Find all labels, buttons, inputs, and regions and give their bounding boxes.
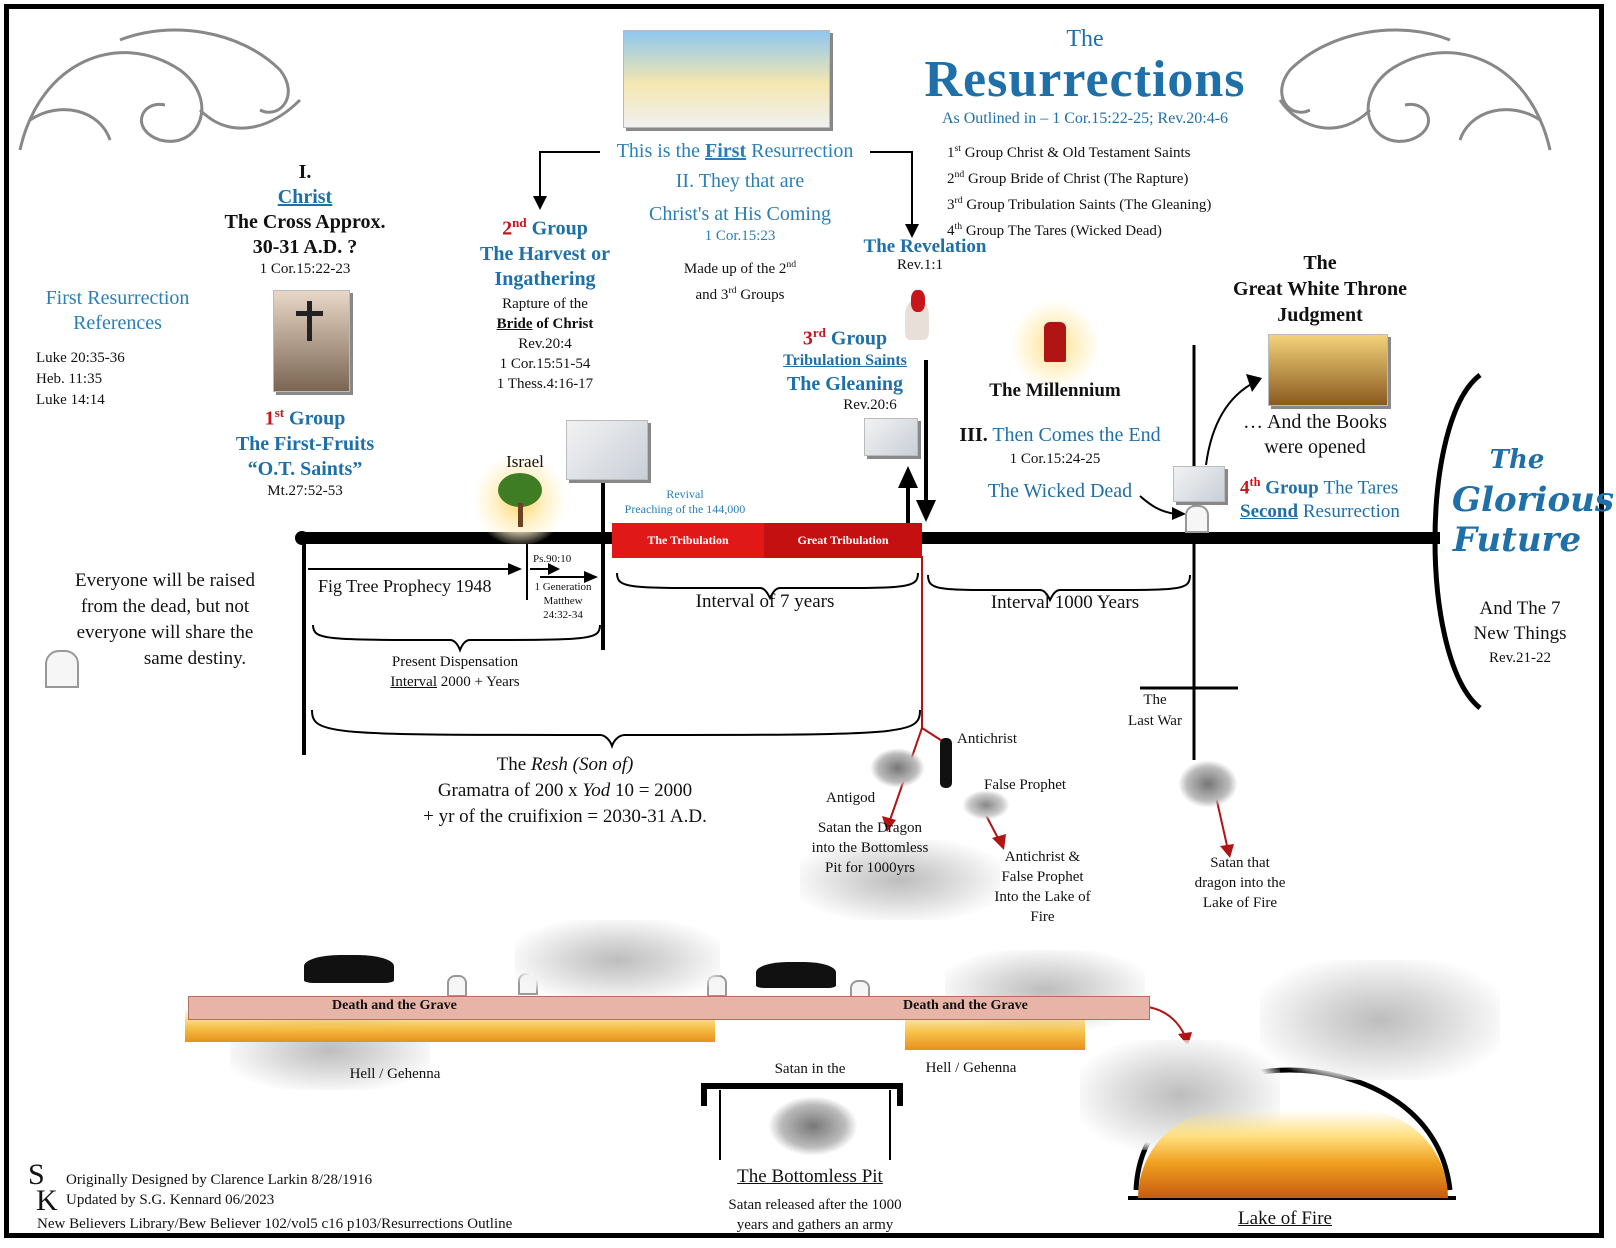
white-throne-image [1268,334,1388,406]
satan-pit-text: Satan the Dragon into the Bottomless Pit… [811,820,929,876]
dead-rising-icon [304,955,394,983]
lake-of-fire-label: Lake of Fire [1238,1208,1332,1229]
fig-tree-image [470,455,570,545]
interval-1000-label: Interval 1000 Years [990,592,1140,613]
tribulation-label: The Tribulation [647,533,729,547]
tombstone-icon [45,650,79,688]
lamb-icon [962,790,1010,820]
satan-in-the-label: Satan in the [774,1061,846,1077]
sk-monogram: S K [28,1158,58,1217]
present-dispensation: Present Dispensation Interval 2000 + Yea… [390,654,520,690]
revival-label: Revival Preaching of the 144,000 [624,487,746,516]
they-that-are: II. They that are [675,170,805,192]
first-group-block: 1st Group The First-Fruits “O.T. Saints”… [235,405,375,499]
lake-of-fire-image [1138,1110,1448,1198]
hell-label: Hell / Gehenna [925,1060,1017,1076]
dead-rising-icon [756,962,836,988]
then-comes-end: III. Then Comes the End [959,424,1161,446]
resh-text: The Resh (Son of) Gramatra of 200 x Yod … [423,754,707,827]
made-up-text: Made up of the 2nd and 3rd Groups [683,259,797,303]
glorious-future: The Glorious Future [1452,445,1614,560]
revelation-ref: Rev.1:1 [896,257,944,273]
tribulation-bar: The Tribulation Great Tribulation [612,523,922,558]
end-ref: 1 Cor.15:24-25 [1009,451,1101,467]
tombstone-icon [447,975,467,997]
cross-image [273,290,350,392]
death-grave-label: Death and the Grave [332,998,457,1013]
christ-block: I. Christ The Cross Approx. 30-31 A.D. ?… [224,161,386,277]
credits-path: New Believers Library/Bew Believer 102/v… [37,1216,513,1232]
hell-label: Hell / Gehenna [349,1066,441,1082]
revelation-title: The Revelation [863,236,987,257]
satan-released-text: Satan released after the 1000 years and … [728,1197,902,1233]
antigod-label: Antigod [826,790,876,806]
dragon-icon [1178,760,1238,808]
gleaning-ref: Rev.20:6 [843,397,897,413]
everyone-text: Everyone will be raised from the dead, b… [75,570,255,669]
great-tribulation-label: Great Tribulation [764,523,922,558]
rapture-block: Rapture of the Bride of Christ Rev.20:4 … [496,296,594,392]
references-list: Luke 20:35-36 Heb. 11:35 Luke 14:14 [36,348,176,411]
reference-item: Luke 14:14 [36,392,105,408]
groups-list-item: 2nd Group Bride of Christ (The Rapture) [947,169,1189,187]
ps-label: Ps.90:10 [533,553,572,565]
antichrist-label: Antichrist [957,731,1017,747]
great-white-throne: The Great White Throne Judgment [1232,252,1408,326]
groups-list-item: 1st Group Christ & Old Testament Saints [947,143,1191,161]
first-resurrection-heading: This is the First Resurrection [616,140,854,162]
gleaning-image [864,418,918,456]
reference-item: Heb. 11:35 [36,371,103,387]
last-war-label: The Last War [1128,692,1182,729]
ornament-left-icon [18,28,302,151]
tombstone-icon [1185,505,1209,533]
millennium-throne-image [1010,300,1100,390]
page-title: Resurrections [924,51,1246,108]
death-grave-bar [188,996,1150,1020]
tribulation-saints: Tribulation Saints [783,352,907,369]
credits: Originally Designed by Clarence Larkin 8… [66,1172,373,1208]
antichrist-figure-icon [940,738,952,788]
groups-list-item: 4th Group The Tares (Wicked Dead) [947,221,1162,239]
dragon-in-pit-icon [768,1096,858,1156]
death-grave-label: Death and the Grave [903,998,1028,1013]
satan-lake-text: Satan that dragon into the Lake of Fire [1194,855,1286,911]
tares-image [1173,466,1225,502]
heaven-city-image [623,30,830,128]
groups-list: 1st Group Christ & Old Testament Saints … [947,138,1277,242]
ac-fp-text: Antichrist & False Prophet Into the Lake… [994,849,1091,925]
christs-ref: 1 Cor.15:23 [704,228,776,244]
rapture-image [566,420,648,480]
page-frame [4,4,1604,1238]
israel-label: Israel [506,452,544,471]
books-opened: … And the Books were opened [1243,411,1387,458]
title-the: The [1066,26,1104,52]
dragon-icon [870,748,925,788]
gleaning-title: The Gleaning [786,373,904,395]
rider-on-horse-icon [895,290,937,350]
fig-tree-label: Fig Tree Prophecy 1948 [318,576,492,596]
groups-list-item: 3rd Group Tribulation Saints (The Gleani… [947,195,1212,213]
title-subtitle: As Outlined in – 1 Cor.15:22-25; Rev.20:… [941,110,1229,127]
tares-block: 4th Group The Tares Second Resurrection [1240,475,1400,523]
ornament-right-icon [1278,28,1552,151]
cloud-image [1260,960,1500,1080]
generation-label: 1 Generation Matthew 24:32-34 [534,581,592,621]
millennium-label: The Millennium [989,380,1121,401]
new-things: And The 7 New Things Rev.21-22 [1473,598,1567,666]
wicked-dead: The Wicked Dead [987,480,1133,502]
cloud-image [515,920,720,1000]
cloud-image [800,840,1000,920]
false-prophet-label: False Prophet [984,777,1067,793]
interval-7-label: Interval of 7 years [695,591,835,612]
christs-at-coming: Christ's at His Coming [649,203,831,225]
gleaning-block: 3rd Group [802,325,888,350]
bottomless-pit-label: The Bottomless Pit [737,1166,883,1187]
harvest-block: 2nd Group The Harvest or Ingathering [480,215,610,290]
reference-item: Luke 20:35-36 [36,350,125,366]
references-heading: First Resurrection References [45,287,190,334]
